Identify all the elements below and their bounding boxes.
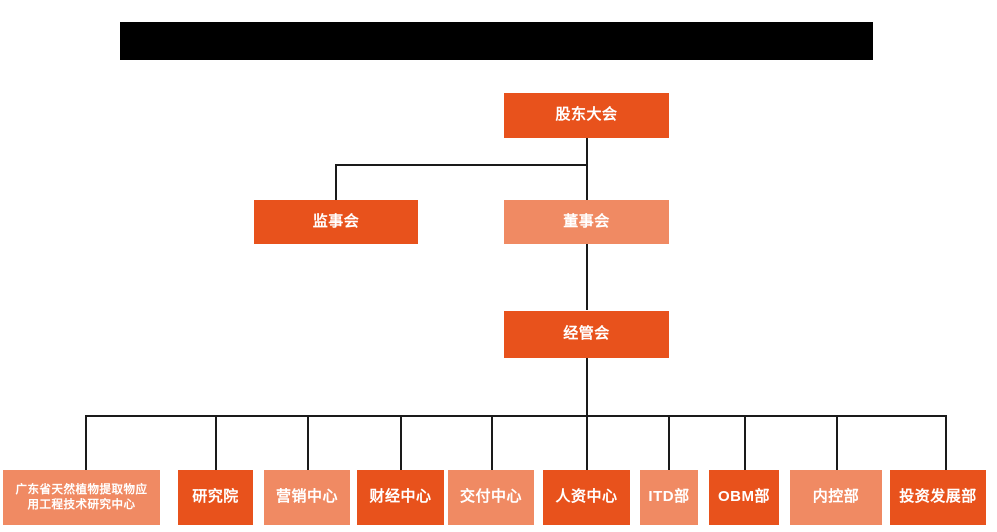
connector-drop-department-10 (945, 415, 947, 470)
node-label: 投资发展部 (899, 488, 977, 506)
node-label: 经管会 (563, 325, 610, 343)
connector-drop-department-4 (400, 415, 402, 470)
node-department-finance-center[interactable]: 财经中心 (357, 470, 444, 525)
connector-drop-department-9 (836, 415, 838, 470)
node-label: 股东大会 (555, 106, 618, 124)
connector-departments-bus (85, 415, 946, 417)
node-department-research-institute[interactable]: 研究院 (178, 470, 253, 525)
connector-drop-department-2 (215, 415, 217, 470)
connector-directors-to-management (586, 243, 588, 310)
node-label: 研究院 (192, 488, 239, 506)
node-board-of-directors[interactable]: 董事会 (504, 200, 669, 244)
connector-management-down (586, 358, 588, 416)
connector-to-directors (586, 164, 588, 200)
node-shareholders-meeting[interactable]: 股东大会 (504, 93, 669, 138)
connector-drop-department-6 (586, 415, 588, 470)
node-label: 财经中心 (369, 488, 432, 506)
node-label: 广东省天然植物提取物应 用工程技术研究中心 (15, 484, 148, 511)
node-label: 董事会 (563, 212, 610, 230)
node-department-hr-center[interactable]: 人资中心 (543, 470, 630, 525)
node-department-itd[interactable]: ITD部 (640, 470, 698, 525)
connector-drop-department-5 (491, 415, 493, 470)
connector-drop-department-7 (668, 415, 670, 470)
node-label: ITD部 (648, 488, 690, 506)
node-department-investment-development[interactable]: 投资发展部 (890, 470, 986, 525)
node-management-committee[interactable]: 经管会 (504, 311, 669, 358)
node-department-marketing-center[interactable]: 营销中心 (264, 470, 350, 525)
connector-level2-bus (335, 164, 588, 166)
node-label: 交付中心 (459, 488, 522, 506)
node-label: OBM部 (718, 488, 770, 506)
node-department-delivery-center[interactable]: 交付中心 (448, 470, 534, 525)
connector-drop-department-3 (307, 415, 309, 470)
connector-shareholders-down (586, 138, 588, 165)
node-department-internal-control[interactable]: 内控部 (790, 470, 882, 525)
node-label: 人资中心 (555, 488, 618, 506)
redacted-title-banner (120, 22, 873, 60)
connector-drop-department-1 (85, 415, 87, 470)
node-label: 营销中心 (275, 488, 338, 506)
node-board-of-supervisors[interactable]: 监事会 (254, 200, 418, 244)
node-label: 内控部 (812, 488, 860, 506)
node-label: 监事会 (312, 212, 360, 230)
node-department-research-center[interactable]: 广东省天然植物提取物应 用工程技术研究中心 (3, 470, 160, 525)
connector-to-supervisors (335, 164, 337, 200)
node-department-obm[interactable]: OBM部 (709, 470, 779, 525)
connector-drop-department-8 (744, 415, 746, 470)
